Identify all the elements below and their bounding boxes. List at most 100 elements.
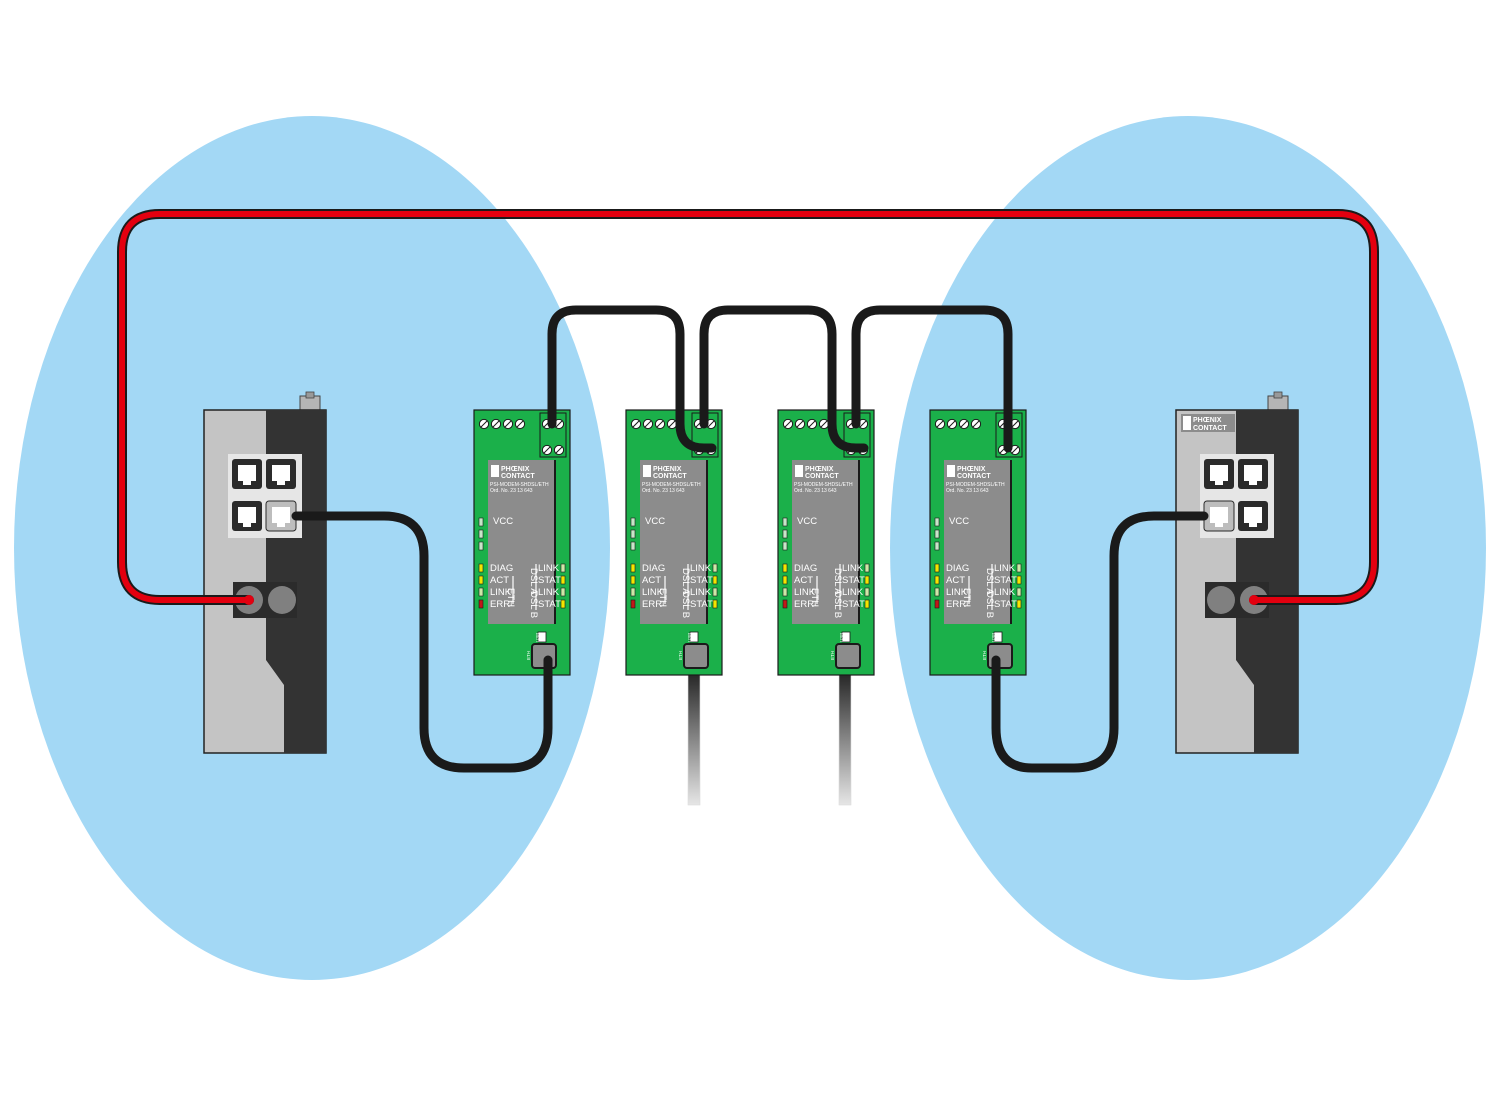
diag-label: DIAG bbox=[642, 563, 665, 574]
dsl-a-stat-label: STAT bbox=[842, 575, 865, 586]
rj45-port-left-3 bbox=[232, 501, 262, 531]
modem-model-label: PSI-MODEM-SHDSL/ETH bbox=[946, 482, 1005, 488]
usb-port bbox=[841, 631, 851, 643]
vcc-led bbox=[478, 529, 484, 539]
modem-logo-line2: CONTACT bbox=[501, 473, 535, 480]
dsl-cable-2-3 bbox=[699, 305, 869, 453]
dsl-led bbox=[864, 563, 870, 573]
dsl-a-label: DSL A bbox=[528, 568, 539, 595]
eth-group-label: ETH bbox=[505, 588, 516, 607]
modem-logo-line1: PHŒNIX bbox=[805, 466, 834, 473]
usb-label: USB bbox=[991, 633, 996, 642]
vcc-led bbox=[934, 541, 940, 551]
modem-logo-line1: PHŒNIX bbox=[653, 466, 682, 473]
eth-port-label: ETH bbox=[678, 651, 683, 660]
status-led bbox=[630, 575, 636, 585]
dsl-b-link-label: LINK bbox=[538, 587, 560, 598]
dsl-b-stat-label: STAT bbox=[842, 599, 865, 610]
diag-label: DIAG bbox=[946, 563, 969, 574]
eth-cable-right bbox=[991, 511, 1209, 773]
eth-cable-left bbox=[291, 511, 553, 773]
dsl-led bbox=[560, 599, 566, 609]
dsl-b-stat-label: STAT bbox=[994, 599, 1017, 610]
vcc-led bbox=[630, 541, 636, 551]
vcc-led bbox=[782, 517, 788, 527]
dsl-b-link-label: LINK bbox=[842, 587, 864, 598]
act-label: ACT bbox=[794, 575, 813, 586]
dsl-led bbox=[1016, 575, 1022, 585]
status-led bbox=[630, 587, 636, 597]
dsl-led bbox=[712, 563, 718, 573]
diag-label: DIAG bbox=[490, 563, 513, 574]
vcc-led bbox=[478, 541, 484, 551]
modem-model-label: PSI-MODEM-SHDSL/ETH bbox=[490, 482, 549, 488]
err-label: ERR bbox=[946, 599, 966, 610]
dsl-a-link-label: LINK bbox=[538, 563, 560, 574]
err-label: ERR bbox=[794, 599, 814, 610]
eth-group-label: ETH bbox=[809, 588, 820, 607]
drop-cable-3 bbox=[838, 664, 852, 806]
dsl-led bbox=[560, 563, 566, 573]
vcc-led bbox=[630, 517, 636, 527]
dsl-a-link-label: LINK bbox=[842, 563, 864, 574]
modem-logo-line1: PHŒNIX bbox=[957, 466, 986, 473]
dsl-a-stat-label: STAT bbox=[994, 575, 1017, 586]
status-led bbox=[782, 563, 788, 573]
usb-port bbox=[537, 631, 547, 643]
rj45-port-left-4 bbox=[265, 500, 297, 532]
eth-group-label: ETH bbox=[657, 588, 668, 607]
vcc-label: VCC bbox=[493, 516, 513, 527]
modem-logo-line2: CONTACT bbox=[653, 473, 687, 480]
modem-logo-line2: CONTACT bbox=[957, 473, 991, 480]
dsl-b-label: DSL B bbox=[528, 591, 539, 618]
dsl-led bbox=[1016, 599, 1022, 609]
terminal-block-left bbox=[934, 418, 982, 430]
dsl-led bbox=[712, 575, 718, 585]
rj45-port-right-4 bbox=[1238, 501, 1268, 531]
eth-port-label: ETH bbox=[830, 651, 835, 660]
dsl-a-label: DSL A bbox=[832, 568, 843, 595]
status-led bbox=[478, 587, 484, 597]
link-label: LINK bbox=[642, 587, 664, 598]
switch-left bbox=[203, 391, 327, 754]
dsl-led bbox=[560, 575, 566, 585]
vcc-led bbox=[630, 529, 636, 539]
dsl-led bbox=[1016, 587, 1022, 597]
dsl-led bbox=[712, 587, 718, 597]
dsl-a-stat-label: STAT bbox=[538, 575, 561, 586]
dsl-b-link-label: LINK bbox=[994, 587, 1016, 598]
dsl-led bbox=[712, 599, 718, 609]
modem-model-label: PSI-MODEM-SHDSL/ETH bbox=[642, 482, 701, 488]
act-label: ACT bbox=[642, 575, 661, 586]
dsl-b-stat-label: STAT bbox=[690, 599, 713, 610]
vcc-led bbox=[934, 529, 940, 539]
dsl-a-link-label: LINK bbox=[690, 563, 712, 574]
rj45-port-right-2 bbox=[1238, 459, 1268, 489]
dsl-a-link-label: LINK bbox=[994, 563, 1016, 574]
eth-port-label: ETH bbox=[982, 651, 987, 660]
dsl-a-label: DSL A bbox=[984, 568, 995, 595]
modem-logo-line2: CONTACT bbox=[805, 473, 839, 480]
status-led bbox=[630, 563, 636, 573]
dsl-led bbox=[864, 599, 870, 609]
dsl-led bbox=[1016, 563, 1022, 573]
dsl-b-link-label: LINK bbox=[690, 587, 712, 598]
dsl-b-label: DSL B bbox=[984, 591, 995, 618]
status-led bbox=[934, 587, 940, 597]
status-led bbox=[478, 599, 484, 609]
status-led bbox=[782, 575, 788, 585]
link-label: LINK bbox=[490, 587, 512, 598]
dsl-cable-3-4 bbox=[851, 305, 1013, 453]
link-label: LINK bbox=[794, 587, 816, 598]
status-led bbox=[630, 599, 636, 609]
eth-group-label: ETH bbox=[961, 588, 972, 607]
vcc-label: VCC bbox=[949, 516, 969, 527]
drop-cable-2 bbox=[687, 664, 701, 806]
eth-port bbox=[683, 643, 709, 669]
status-led bbox=[934, 599, 940, 609]
modem-order-label: Ord. No. 23 13 643 bbox=[490, 488, 533, 494]
rj45-port-right-3 bbox=[1203, 500, 1235, 532]
